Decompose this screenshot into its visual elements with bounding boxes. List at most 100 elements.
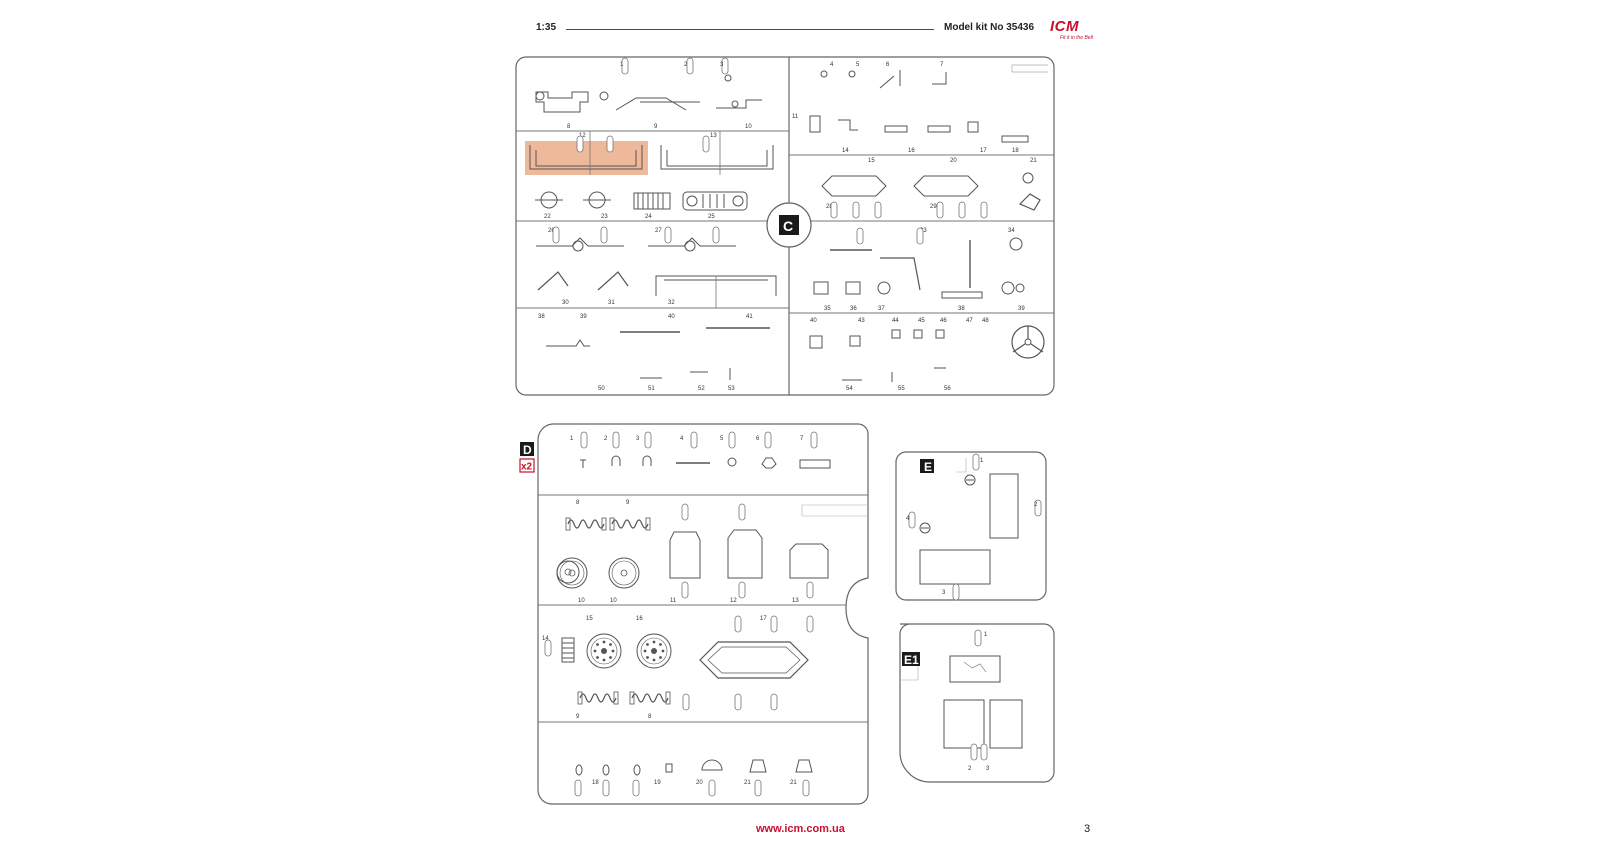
logo-text: ICM [1050,18,1079,35]
svg-text:4: 4 [906,516,910,522]
svg-text:18: 18 [1012,148,1019,154]
svg-text:5: 5 [720,436,724,442]
svg-text:14: 14 [542,636,549,642]
svg-text:3: 3 [986,766,990,772]
svg-text:20: 20 [950,158,957,164]
svg-text:11: 11 [670,598,677,604]
svg-text:53: 53 [728,386,735,392]
sprue-e1: E1 1 2 3 [899,623,1055,783]
svg-text:41: 41 [746,314,753,320]
svg-text:50: 50 [598,386,605,392]
svg-text:17: 17 [980,148,987,154]
svg-text:5: 5 [856,62,860,68]
svg-text:32: 32 [668,300,675,306]
svg-text:1: 1 [980,458,984,464]
svg-text:46: 46 [940,318,947,324]
icm-logo: ICM Fit it in the Belt [1050,18,1112,46]
svg-text:10: 10 [610,598,617,604]
svg-text:25: 25 [708,214,715,220]
svg-text:14: 14 [842,148,849,154]
svg-text:4: 4 [830,62,834,68]
page-number: 3 [1084,823,1091,835]
svg-text:9: 9 [654,124,658,130]
svg-text:7: 7 [800,436,804,442]
svg-text:48: 48 [982,318,989,324]
svg-text:16: 16 [908,148,915,154]
svg-text:3: 3 [720,62,724,68]
svg-text:52: 52 [698,386,705,392]
sprue-d-multiplier: x2 [521,462,533,473]
svg-text:13: 13 [710,133,717,139]
svg-text:38: 38 [538,314,545,320]
svg-text:9: 9 [576,714,580,720]
svg-text:3: 3 [636,436,640,442]
svg-text:44: 44 [892,318,899,324]
svg-text:2: 2 [968,766,972,772]
svg-text:8: 8 [576,500,580,506]
svg-text:36: 36 [850,306,857,312]
svg-text:43: 43 [858,318,865,324]
svg-text:15: 15 [868,158,875,164]
svg-text:39: 39 [580,314,587,320]
svg-text:23: 23 [601,214,608,220]
svg-text:15: 15 [586,616,593,622]
svg-text:39: 39 [1018,306,1025,312]
svg-text:9: 9 [626,500,630,506]
sprue-e-label: E [924,460,932,474]
svg-text:13: 13 [792,598,799,604]
svg-text:55: 55 [898,386,905,392]
svg-text:19: 19 [654,780,661,786]
svg-text:26: 26 [548,228,555,234]
svg-text:12: 12 [579,133,586,139]
svg-text:22: 22 [544,214,551,220]
svg-text:28: 28 [826,204,833,210]
svg-text:35: 35 [824,306,831,312]
svg-text:4: 4 [680,436,684,442]
svg-text:30: 30 [562,300,569,306]
header-rule [566,29,934,30]
svg-text:8: 8 [567,124,571,130]
svg-text:21: 21 [1030,158,1037,164]
svg-text:56: 56 [944,386,951,392]
svg-text:34: 34 [1008,228,1015,234]
svg-text:27: 27 [655,228,662,234]
svg-text:7: 7 [940,62,944,68]
svg-text:1: 1 [984,632,988,638]
svg-text:2: 2 [604,436,608,442]
svg-text:54: 54 [846,386,853,392]
svg-text:29: 29 [930,204,937,210]
svg-text:17: 17 [760,616,767,622]
logo-tagline: Fit it in the Belt [1060,35,1094,41]
svg-text:37: 37 [878,306,885,312]
sprue-c-label: C [783,218,793,234]
svg-text:2: 2 [1034,502,1038,508]
svg-text:8: 8 [648,714,652,720]
svg-text:6: 6 [756,436,760,442]
svg-text:24: 24 [645,214,652,220]
svg-text:40: 40 [810,318,817,324]
svg-text:33: 33 [920,228,927,234]
svg-text:6: 6 [886,62,890,68]
svg-text:1: 1 [620,62,624,68]
svg-text:45: 45 [918,318,925,324]
svg-text:20: 20 [696,780,703,786]
svg-text:31: 31 [608,300,615,306]
svg-text:51: 51 [648,386,655,392]
sprue-d-label: D [523,443,532,457]
svg-text:10: 10 [578,598,585,604]
svg-text:16: 16 [636,616,643,622]
footer-url[interactable]: www.icm.com.ua [756,823,845,835]
svg-text:21: 21 [744,780,751,786]
kit-number-label: Model kit No 35436 [944,22,1035,33]
scale-label: 1:35 [536,22,557,33]
svg-text:11: 11 [792,114,799,120]
sprue-e1-label: E1 [904,653,919,667]
svg-text:21: 21 [790,780,797,786]
svg-text:18: 18 [592,780,599,786]
svg-text:12: 12 [730,598,737,604]
svg-text:2: 2 [684,62,688,68]
